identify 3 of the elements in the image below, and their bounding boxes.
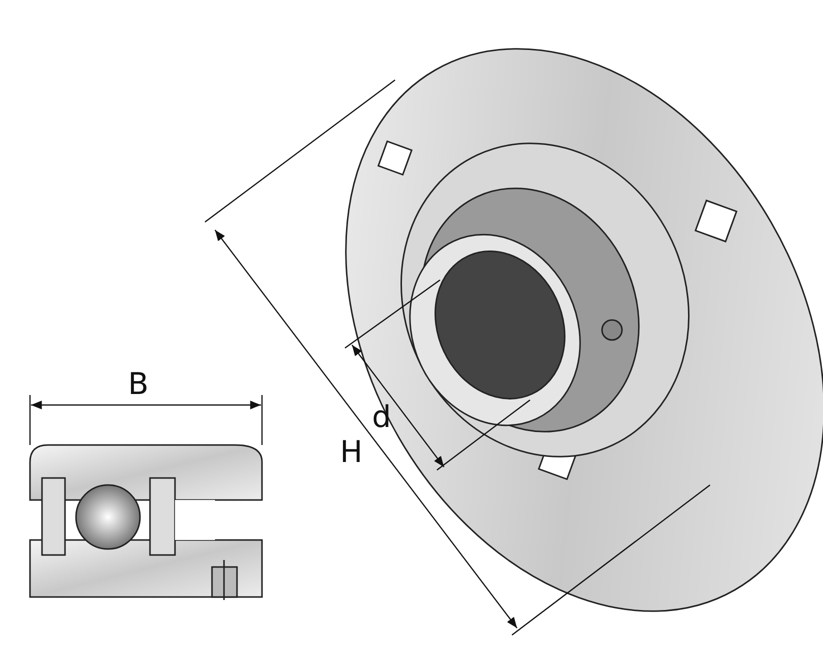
dimension-label: d <box>372 403 392 433</box>
dimension-label: B <box>128 370 149 400</box>
dimension-label: H <box>340 438 363 468</box>
